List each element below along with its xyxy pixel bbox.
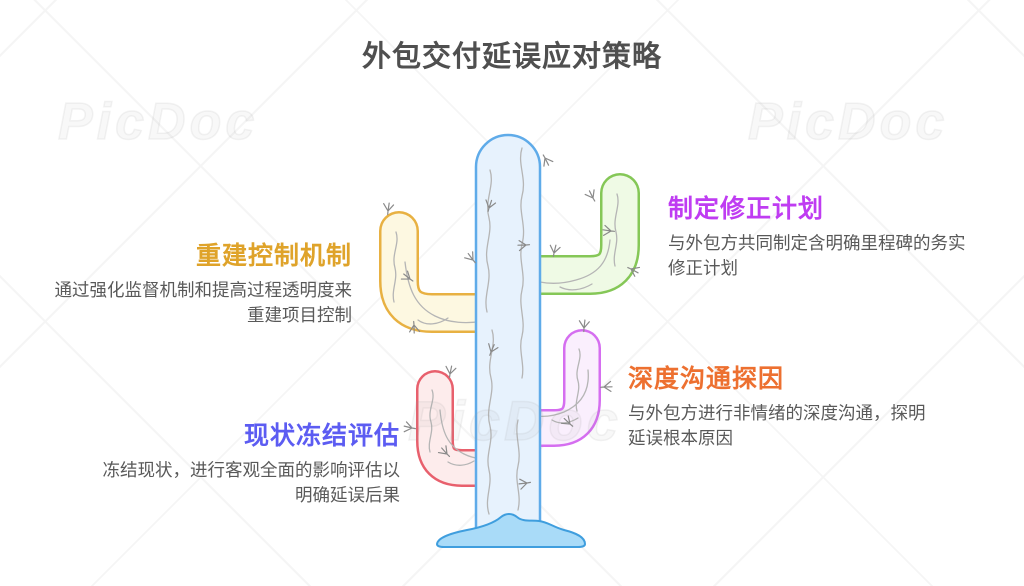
strategy-deep-communication: 深度沟通探因 与外包方进行非情绪的深度沟通，探明延误根本原因	[628, 366, 938, 451]
strategy-description-rebuild-control: 通过强化监督机制和提高过程透明度来重建项目控制	[54, 280, 353, 326]
cactus-base	[435, 513, 587, 548]
cactus-arm-texture-lines	[392, 193, 619, 466]
strategy-description-freeze-assessment: 冻结现状，进行客观全面的影响评估以明确延误后果	[102, 460, 401, 506]
strategy-rebuild-control: 重建控制机制 通过强化监督机制和提高过程透明度来重建项目控制	[50, 242, 353, 328]
cactus-trunk-texture-lines	[485, 147, 525, 515]
strategy-freeze-assessment: 现状冻结评估 冻结现状，进行客观全面的影响评估以明确延误后果	[98, 422, 401, 508]
cactus-arm-lower-left-body	[418, 372, 517, 485]
strategy-label-deep-communication: 深度沟通探因	[628, 365, 785, 393]
cactus-arm-lower-right-body	[507, 331, 599, 445]
strategy-label-correction-plan: 制定修正计划	[668, 195, 825, 223]
page-title: 外包交付延误应对策略	[361, 41, 662, 73]
watermark-top-left: PicDoc	[57, 92, 259, 152]
strategy-label-rebuild-control: 重建控制机制	[195, 242, 352, 270]
strategy-description-correction-plan: 与外包方共同制定含明确里程碑的务实修正计划	[668, 233, 966, 279]
strategy-label-freeze-assessment: 现状冻结评估	[243, 422, 400, 450]
cactus-arm-upper-left-body	[381, 213, 518, 331]
strategy-correction-plan: 制定修正计划 与外包方共同制定含明确里程碑的务实修正计划	[668, 196, 978, 281]
cactus-illustration	[379, 133, 641, 548]
watermark-top-right: PicDoc	[747, 92, 949, 152]
cactus-trunk	[474, 133, 542, 544]
strategy-description-deep-communication: 与外包方进行非情绪的深度沟通，探明延误根本原因	[628, 403, 926, 449]
